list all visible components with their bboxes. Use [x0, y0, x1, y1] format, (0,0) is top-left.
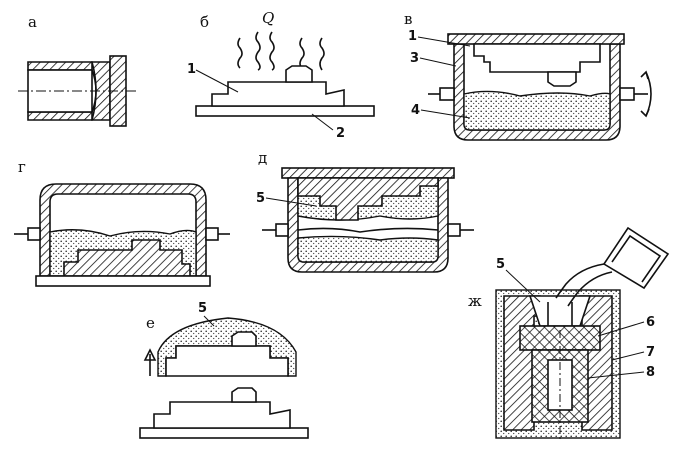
- callout-6: 6: [646, 315, 655, 330]
- panel-b: б Q 1 2: [187, 9, 375, 141]
- callout-5: 5: [496, 257, 505, 272]
- callout-7: 7: [646, 345, 655, 360]
- panel-g: г: [14, 158, 230, 287]
- callout-5: 5: [256, 191, 265, 206]
- panel-e-label: е: [146, 314, 155, 332]
- heat-arrow: [319, 37, 325, 71]
- callout-3: 3: [410, 51, 419, 66]
- callout-8: 8: [646, 365, 655, 380]
- panel-b-label: б: [200, 13, 209, 31]
- panel-zh-label: ж: [468, 292, 482, 310]
- heat-q-label: Q: [262, 9, 274, 27]
- panel-d-label: д: [258, 149, 267, 167]
- heat-arrow: [269, 31, 275, 71]
- callout-4: 4: [411, 103, 420, 118]
- panel-e: е 5: [139, 301, 309, 439]
- callout-1: 1: [408, 29, 417, 44]
- heat-arrow: [255, 31, 261, 71]
- callout-5: 5: [198, 301, 207, 316]
- callout-1: 1: [187, 62, 196, 77]
- panel-zh: ж 5 6 7 8: [468, 226, 670, 440]
- panel-a-label: а: [28, 13, 37, 31]
- panel-v-label: в: [404, 10, 412, 28]
- panel-v: в 1 3 4: [404, 10, 652, 141]
- panel-d: д 5: [256, 149, 474, 273]
- callout-2: 2: [336, 126, 345, 141]
- panel-g-label: г: [18, 158, 26, 176]
- heat-arrow: [237, 37, 243, 69]
- heat-arrow: [299, 37, 305, 69]
- panel-a: а: [18, 13, 138, 127]
